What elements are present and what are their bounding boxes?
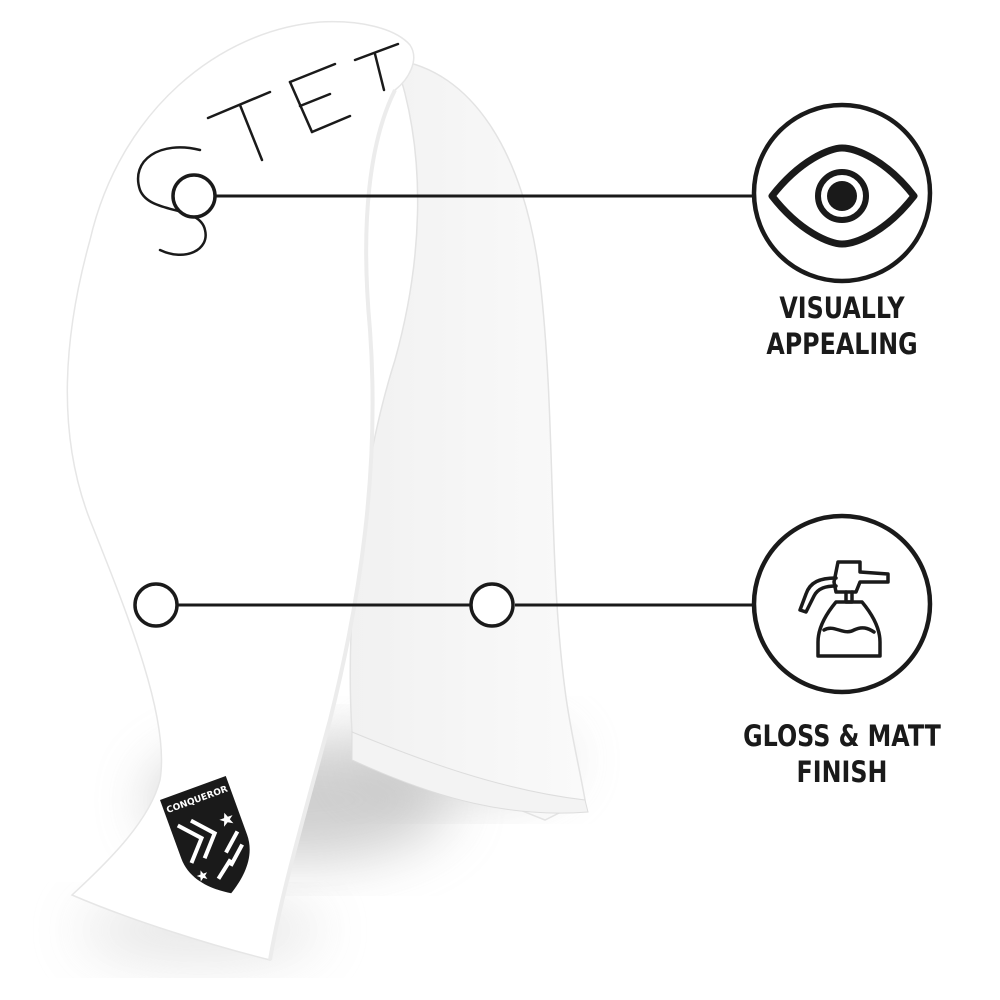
feature-label-visual: VISUALLY APPEALING: [735, 290, 948, 362]
spray-bottle-icon: [798, 560, 890, 658]
stand-edge-highlight: [268, 89, 397, 961]
callout-lines: [177, 194, 752, 607]
stand-inner-face: [349, 59, 586, 821]
feature-label-line: APPEALING: [766, 327, 918, 361]
feature-icon-eye: [751, 102, 933, 284]
feature-label-line: FINISH: [796, 755, 888, 789]
feature-label-line: GLOSS & MATT: [743, 719, 941, 753]
stand-back-foot: [351, 731, 589, 814]
callout-dot-left: [133, 582, 179, 628]
callout-dot-top: [171, 173, 217, 219]
feature-label-line: VISUALLY: [779, 291, 905, 325]
callout-dot-right: [469, 582, 515, 628]
feature-icon-spray: [751, 513, 933, 695]
eye-icon: [768, 144, 918, 248]
callout-dots: [133, 173, 515, 628]
feature-label-finish: GLOSS & MATT FINISH: [735, 718, 948, 790]
shield-logo: CONQUEROR: [160, 776, 250, 894]
stand-brand-lettering: [136, 42, 400, 256]
